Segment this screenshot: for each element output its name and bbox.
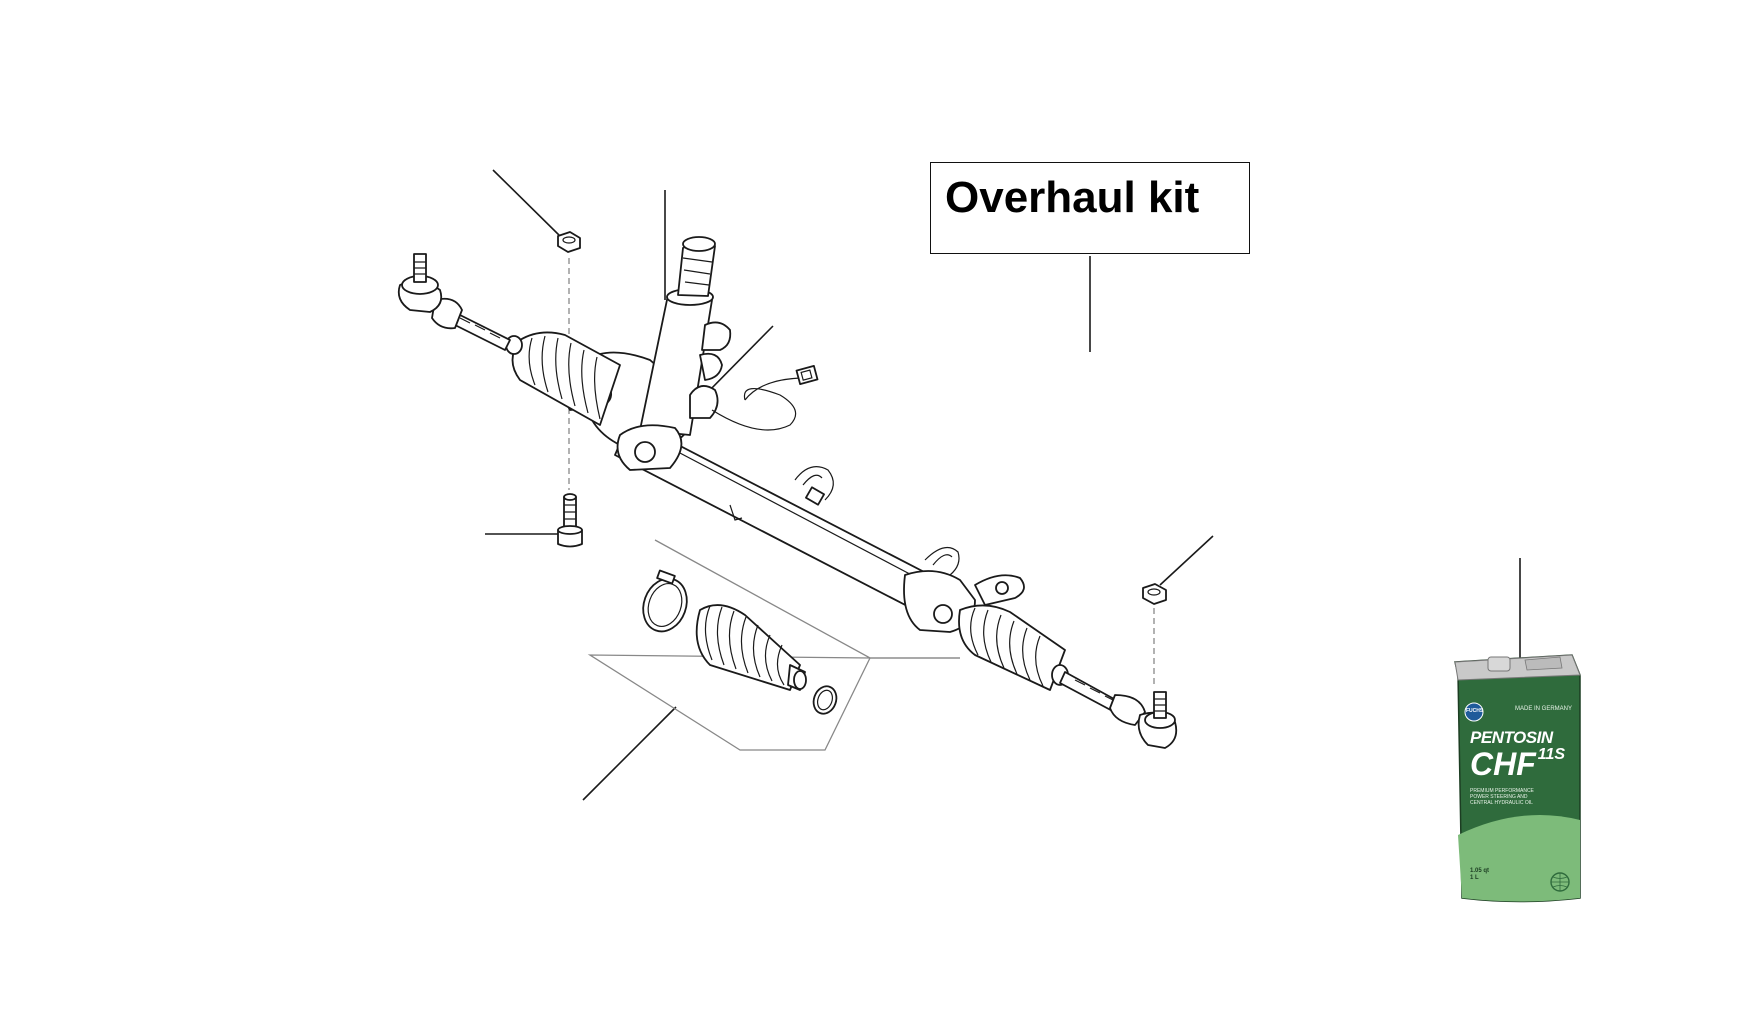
oil-can-made-in: MADE IN GERMANY [1515, 706, 1573, 712]
bottom-left-bolt [557, 493, 583, 548]
sensor-cable [711, 365, 819, 431]
boot-kit-inset [587, 539, 960, 751]
inset-ring [812, 685, 838, 715]
pentosin-oil-can [1454, 654, 1581, 903]
overhaul-kit-callout: Overhaul kit [930, 162, 1250, 254]
top-left-nut [557, 231, 581, 253]
steering-rack-body [559, 351, 1025, 633]
oil-can-volume: 1.05 qt 1 L [1470, 868, 1489, 882]
oil-can-grade-main: CHF [1470, 746, 1536, 782]
left-bellows-boot [505, 331, 621, 426]
boot-clamp [642, 569, 688, 633]
oil-can-volume-2: 1 L [1470, 875, 1479, 881]
oil-can-description-2: POWER STEERING AND [1470, 794, 1528, 800]
oil-can-band [1458, 815, 1580, 902]
leader-line-right-nut [1159, 535, 1214, 586]
leader-lines [485, 169, 1521, 801]
leader-line-top-nut [492, 169, 563, 239]
fuchs-logo-icon [1464, 702, 1484, 722]
oil-can-description-1: PREMIUM PERFORMANCE [1470, 788, 1534, 794]
right-nut [1142, 583, 1167, 605]
pinion-housing [616, 236, 732, 471]
oil-can-product: PENTOSIN [1470, 728, 1553, 747]
left-tie-rod [397, 253, 511, 351]
oil-can-description-3: CENTRAL HYDRAULIC OIL [1470, 800, 1533, 806]
inset-bellows-boot [695, 604, 807, 691]
oil-can-cap [1487, 656, 1511, 672]
overhaul-kit-label: Overhaul kit [945, 173, 1200, 222]
leader-line-sensor [704, 325, 774, 396]
oil-can-description: PREMIUM PERFORMANCE POWER STEERING AND C… [1470, 788, 1534, 806]
right-bellows-boot [958, 604, 1069, 691]
oil-can-maker: FUCHS [1466, 708, 1484, 714]
right-tie-rod [1059, 671, 1178, 749]
oil-can-volume-1: 1.05 qt [1470, 868, 1490, 874]
leader-line-boot-kit [582, 706, 677, 801]
oil-can-grade-suffix: 11S [1537, 746, 1566, 763]
